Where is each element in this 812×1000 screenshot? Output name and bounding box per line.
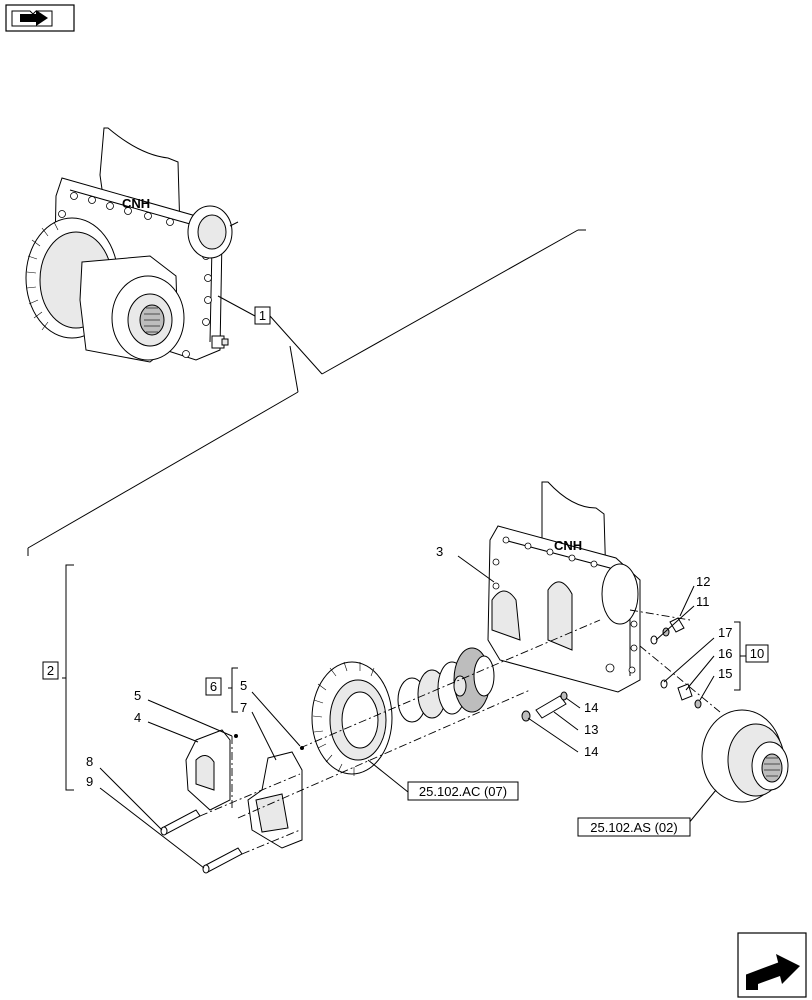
- differential-internals: [397, 647, 495, 723]
- ring-gear: [311, 661, 393, 776]
- callout-9[interactable]: 9: [86, 774, 93, 789]
- callout-5b[interactable]: 5: [240, 678, 247, 693]
- callout-16[interactable]: 16: [718, 646, 732, 661]
- callout-13[interactable]: 13: [584, 722, 598, 737]
- callout-15[interactable]: 15: [718, 666, 732, 681]
- svg-text:1: 1: [259, 308, 266, 323]
- callout-6[interactable]: 6: [205, 677, 222, 696]
- assembled-differential-housing: CNH: [25, 127, 239, 363]
- pin-and-circlips: [521, 691, 568, 722]
- svg-text:10: 10: [750, 646, 764, 661]
- housing-exploded: CNH: [487, 481, 641, 693]
- callout-11[interactable]: 11: [696, 594, 710, 609]
- callout-1[interactable]: 1: [254, 306, 271, 325]
- next-page-arrow-icon[interactable]: [737, 932, 807, 998]
- callout-14b[interactable]: 14: [584, 744, 598, 759]
- svg-text:6: 6: [210, 679, 217, 694]
- callout-12[interactable]: 12: [696, 574, 710, 589]
- callout-3[interactable]: 3: [436, 544, 443, 559]
- bracket-item-10: [734, 621, 746, 691]
- output-flange: [701, 709, 789, 803]
- leader-lines: [27, 229, 586, 556]
- reference-25-102-as[interactable]: 25.102.AS (02): [577, 817, 691, 837]
- reference-25-102-ac[interactable]: 25.102.AC (07): [407, 781, 519, 801]
- callout-leaders: [99, 555, 717, 869]
- svg-text:CNH: CNH: [554, 538, 582, 553]
- bracket-item-6: [228, 667, 238, 713]
- svg-text:25.102.AC (07): 25.102.AC (07): [419, 784, 507, 799]
- callout-5a[interactable]: 5: [134, 688, 141, 703]
- fittings: [650, 617, 702, 709]
- book-arrow-icon[interactable]: [5, 4, 75, 32]
- callout-14a[interactable]: 14: [584, 700, 598, 715]
- bracket-item-2: [62, 564, 74, 791]
- callout-10[interactable]: 10: [745, 644, 769, 663]
- svg-text:2: 2: [47, 663, 54, 678]
- callout-7[interactable]: 7: [240, 700, 247, 715]
- bearing-caps-and-bolts: [160, 729, 304, 874]
- svg-text:CNH: CNH: [122, 196, 150, 211]
- callout-8[interactable]: 8: [86, 754, 93, 769]
- callout-4[interactable]: 4: [134, 710, 141, 725]
- callout-2[interactable]: 2: [42, 661, 59, 680]
- callout-17[interactable]: 17: [718, 625, 732, 640]
- svg-text:25.102.AS (02): 25.102.AS (02): [590, 820, 677, 835]
